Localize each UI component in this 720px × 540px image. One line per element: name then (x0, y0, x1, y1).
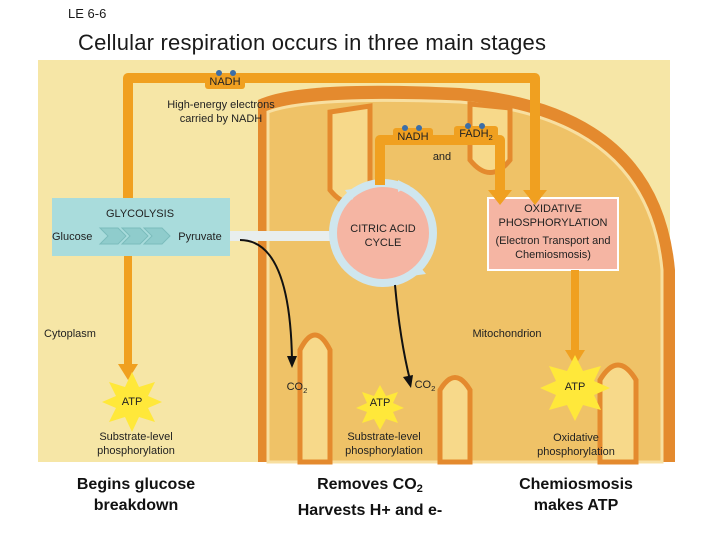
atp-right-label: ATP (564, 381, 586, 393)
ox-phos-detail: (Electron Transport and Chemiosmosis) (495, 235, 611, 261)
co2-left-arrow (239, 239, 293, 361)
and-label: and (432, 151, 452, 163)
slide-label: LE 6-6 (68, 6, 107, 21)
atp-mid-starburst (356, 385, 404, 430)
diagram-title: Cellular respiration occurs in three mai… (78, 30, 547, 55)
nadh-top-capsule (205, 73, 245, 89)
nadh-top-label: NADH (209, 76, 241, 88)
co2-left-label: CO2 (286, 381, 308, 395)
fadh2-capsule (454, 126, 498, 142)
glycolysis-box (52, 198, 230, 256)
electron-paths (123, 73, 540, 198)
nadh-mid-label: NADH (397, 131, 429, 143)
substrate-level-left: Substrate-level phosphorylation (97, 431, 175, 457)
caption-left: Begins glucose breakdown (76, 476, 196, 514)
caption-mid: Removes CO2 Harvests H+ and e- (297, 476, 443, 519)
glucose-label: Glucose (52, 231, 93, 243)
atp-left-starburst (102, 372, 162, 432)
substrate-level-mid: Substrate-level phosphorylation (345, 431, 423, 457)
oxidative-phos-label: Oxidative phosphorylation (537, 432, 615, 458)
ox-phos-box (487, 197, 619, 271)
co2-right-label: CO2 (414, 379, 436, 393)
glycolysis-label: GLYCOLYSIS (105, 208, 175, 220)
cytoplasm-label: Cytoplasm (44, 328, 96, 340)
atp-left-label: ATP (121, 396, 143, 408)
glycolysis-chevrons (98, 227, 171, 245)
fadh2-label: FADH2 (459, 128, 493, 142)
citric-acid-cycle-label: CITRIC ACID CYCLE (350, 223, 416, 249)
pyruvate-label: Pyruvate (178, 231, 222, 243)
high-energy-label: High-energy electrons carried by NADH (167, 99, 275, 125)
atp-mid-label: ATP (369, 397, 391, 409)
atp-right-starburst (540, 355, 610, 421)
mitochondrion-label: Mitochondrion (472, 328, 542, 340)
nadh-mid-capsule (393, 128, 433, 144)
ox-phos-label: OXIDATIVE PHOSPHORYLATION (498, 203, 608, 229)
caption-right: Chemiosmosis makes ATP (519, 476, 633, 514)
